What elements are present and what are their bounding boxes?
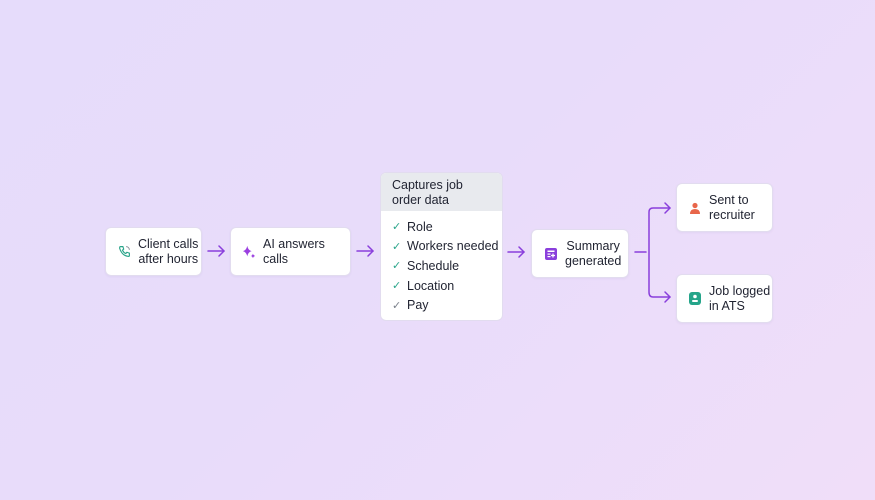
- ats-label-2: in ATS: [709, 298, 745, 313]
- ai-label: AI answers calls: [263, 236, 325, 266]
- check-icon: ✓: [392, 280, 402, 293]
- arrow-capture-to-summary: [507, 246, 525, 258]
- capture-item: ✓Schedule: [392, 258, 460, 273]
- recruiter-label-1: Sent to: [709, 192, 749, 207]
- capture-title-1: Captures job: [392, 178, 463, 192]
- arrow-ai-to-capture: [356, 245, 374, 257]
- client-label-2: after hours: [138, 251, 199, 266]
- capture-item: ✓Workers needed: [392, 239, 499, 254]
- capture-item: ✓Location: [392, 278, 455, 293]
- client-label-1: Client calls: [138, 236, 199, 251]
- capture-item: ✓Role: [392, 219, 433, 234]
- check-icon: ✓: [392, 260, 402, 273]
- document-icon: [544, 247, 558, 261]
- recruiter-label-2: recruiter: [709, 207, 755, 222]
- badge-icon: [688, 292, 702, 306]
- phone-icon: [117, 245, 131, 259]
- arrow-summary-branch: [634, 202, 671, 303]
- arrow-client-to-ai: [207, 245, 225, 257]
- check-icon: ✓: [392, 240, 402, 253]
- person-icon: [688, 201, 702, 215]
- sparkle-icon: [242, 245, 256, 259]
- summary-label-1: Summary: [566, 238, 620, 253]
- check-icon: ✓: [392, 221, 402, 234]
- check-icon: ✓: [392, 299, 402, 312]
- summary-label-2: generated: [565, 253, 622, 268]
- capture-items: ✓Role ✓Workers needed ✓Schedule ✓Locatio…: [381, 211, 502, 315]
- capture-title-2: order data: [392, 193, 449, 207]
- node-ai-answers: AI answers calls: [230, 227, 351, 276]
- capture-item: ✓Pay: [392, 298, 429, 313]
- ats-label-1: Job logged: [709, 283, 771, 298]
